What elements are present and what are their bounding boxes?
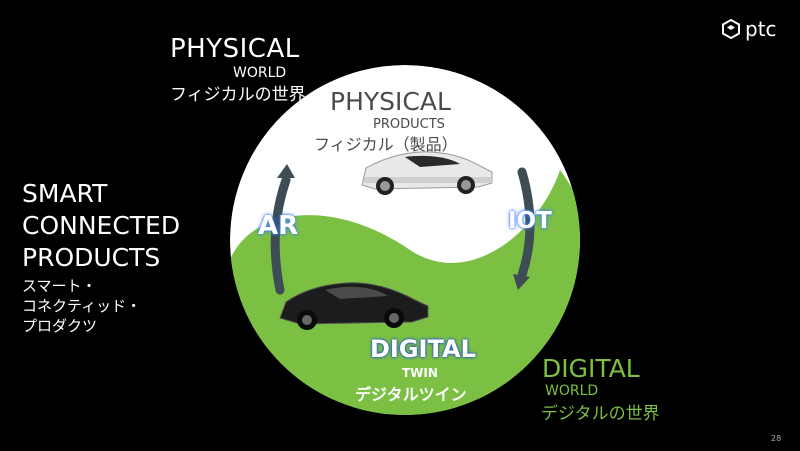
smart-connected-line-1: SMART: [22, 179, 108, 208]
physical-car-image: [361, 151, 493, 195]
iot-arrow-icon: [513, 167, 535, 290]
smart-connected-japanese-2: コネクティッド・: [22, 297, 142, 315]
smart-connected-japanese-1: スマート・: [22, 277, 97, 295]
page-number: 28: [771, 434, 782, 443]
physical-products-japanese: フィジカル（製品）: [314, 135, 458, 154]
digital-world-title: DIGITAL: [542, 354, 640, 383]
smart-connected-japanese-3: プロダクツ: [22, 317, 98, 335]
ptc-logo: ptc: [722, 17, 777, 41]
ptc-logo-text: ptc: [745, 17, 777, 41]
digital-world-japanese: デジタルの世界: [541, 404, 660, 424]
physical-world-japanese: フィジカルの世界: [170, 85, 306, 105]
physical-world-subtitle: WORLD: [233, 65, 287, 81]
digital-car-image: [279, 282, 429, 330]
digital-twin-subtitle: TWIN: [402, 366, 438, 380]
digital-world-subtitle: WORLD: [545, 383, 599, 399]
physical-products-subtitle: PRODUCTS: [373, 117, 445, 132]
ar-arrow-icon: [270, 164, 295, 295]
digital-twin-title: DIGITAL: [370, 335, 476, 363]
physical-world-title: PHYSICAL: [170, 34, 300, 64]
iot-label: IOT: [508, 208, 552, 234]
smart-connected-line-2: CONNECTED: [22, 211, 181, 240]
smart-connected-line-3: PRODUCTS: [22, 243, 161, 272]
physical-products-title: PHYSICAL: [330, 87, 451, 116]
digital-twin-japanese: デジタルツイン: [355, 385, 467, 404]
ptc-logo-icon: [722, 19, 740, 39]
ar-label: AR: [258, 211, 299, 241]
